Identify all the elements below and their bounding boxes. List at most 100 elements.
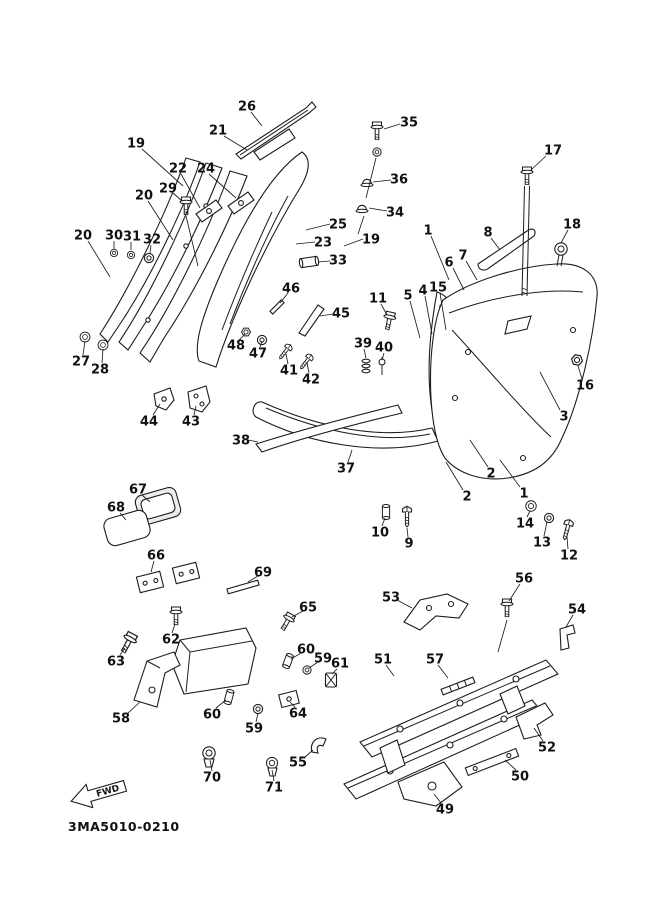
part-number-label: 61: [331, 657, 349, 672]
clip-54: [559, 624, 576, 651]
part-number-label: 20: [74, 229, 92, 244]
part-number-label: 60: [203, 708, 221, 723]
leader-line: [279, 292, 289, 304]
leader-line: [445, 461, 464, 491]
leader-line: [255, 712, 259, 723]
part-number-label: 19: [127, 137, 145, 152]
screw-41: [276, 341, 295, 362]
screw-9: [401, 504, 413, 528]
washer-13: [543, 512, 555, 524]
grommet-14: [525, 500, 537, 512]
trim-strip-upper: [235, 101, 317, 161]
spacer-60b: [223, 688, 235, 706]
acorn-nut-36: [360, 178, 374, 188]
left-cowling-panels: [99, 151, 309, 368]
leader-line: [259, 340, 263, 348]
leader-line: [101, 348, 104, 364]
part-number-label: 37: [337, 462, 355, 477]
part-number-label: 18: [563, 218, 581, 233]
bracket-43: [187, 385, 211, 413]
nut-59b: [252, 703, 264, 715]
part-number-label: 14: [516, 517, 534, 532]
fwd-arrow: FWD: [70, 779, 128, 809]
leader-line: [437, 664, 449, 679]
part-number-label: 3: [559, 410, 568, 425]
part-number-label: 24: [197, 162, 215, 177]
leader-line: [409, 300, 421, 339]
part-number-label: 7: [458, 249, 467, 264]
spacer-60a: [281, 652, 295, 670]
leader-line: [490, 237, 501, 251]
leader-line: [119, 512, 127, 521]
leader-line: [380, 303, 388, 316]
screw-42: [297, 351, 316, 372]
plate-64: [278, 689, 300, 709]
bracket-49: [397, 761, 463, 807]
leader-line: [424, 295, 433, 335]
bracket-58: [133, 651, 181, 708]
leader-line: [385, 664, 395, 677]
leader-line: [247, 439, 259, 443]
part-number-label: 70: [203, 771, 221, 786]
rod-57: [440, 676, 476, 696]
part-number-label: 36: [390, 173, 408, 188]
leader-line: [381, 517, 386, 527]
leader-line: [381, 352, 385, 361]
part-number-label: 71: [265, 781, 283, 796]
part-number-label: 27: [72, 355, 90, 370]
leader-line: [365, 157, 377, 199]
part-number-label: 6: [444, 256, 453, 271]
part-number-label: 56: [515, 572, 533, 587]
leader-line: [368, 207, 388, 212]
part-number-label: 23: [314, 236, 332, 251]
part-number-label: 47: [249, 347, 267, 362]
part-number-label: 9: [404, 537, 413, 552]
leader-line: [565, 614, 574, 628]
leader-line: [526, 510, 531, 518]
leader-line: [406, 527, 409, 538]
leader-line: [533, 727, 544, 742]
bolt-65: [276, 610, 298, 634]
gasket-68: [103, 509, 151, 547]
leader-line: [149, 244, 152, 254]
bushing-33: [298, 255, 320, 269]
part-number-label: 52: [538, 741, 556, 756]
washer-47: [256, 334, 268, 346]
part-number-label: 41: [280, 364, 298, 379]
part-number-label: 31: [123, 230, 141, 245]
panel-graphic: [504, 315, 532, 335]
part-number-label: 40: [375, 341, 393, 356]
part-number-label: 33: [329, 254, 347, 269]
leader-line: [141, 494, 151, 503]
leader-line: [383, 123, 401, 130]
part-number-label: 29: [159, 182, 177, 197]
bracket-52: [515, 702, 554, 740]
leader-line: [308, 661, 319, 669]
part-number-label: 64: [289, 707, 307, 722]
part-number-label: 60: [297, 643, 315, 658]
leader-line: [452, 267, 465, 291]
spacer-10: [381, 504, 391, 520]
leader-line: [141, 148, 184, 187]
leader-line: [247, 575, 259, 583]
leader-line: [208, 173, 237, 199]
leader-line: [469, 439, 489, 468]
pad-67: [134, 486, 182, 526]
leader-line: [319, 313, 334, 317]
leader-line: [539, 371, 561, 411]
grommet-70: [202, 746, 216, 768]
leader-line: [504, 759, 517, 771]
leader-line: [439, 292, 447, 331]
rod-69: [226, 579, 260, 595]
leader-line: [317, 260, 331, 263]
part-number-label: 66: [147, 549, 165, 564]
leader-line: [290, 652, 302, 660]
part-number-label: 54: [568, 603, 586, 618]
part-number-label: 53: [382, 591, 400, 606]
part-number-label: 1: [423, 224, 432, 239]
part-number-label: 30: [105, 229, 123, 244]
leader-line: [250, 111, 263, 127]
part-number-label: 5: [403, 289, 412, 304]
leader-line: [82, 340, 86, 356]
hook-55: [310, 737, 327, 754]
